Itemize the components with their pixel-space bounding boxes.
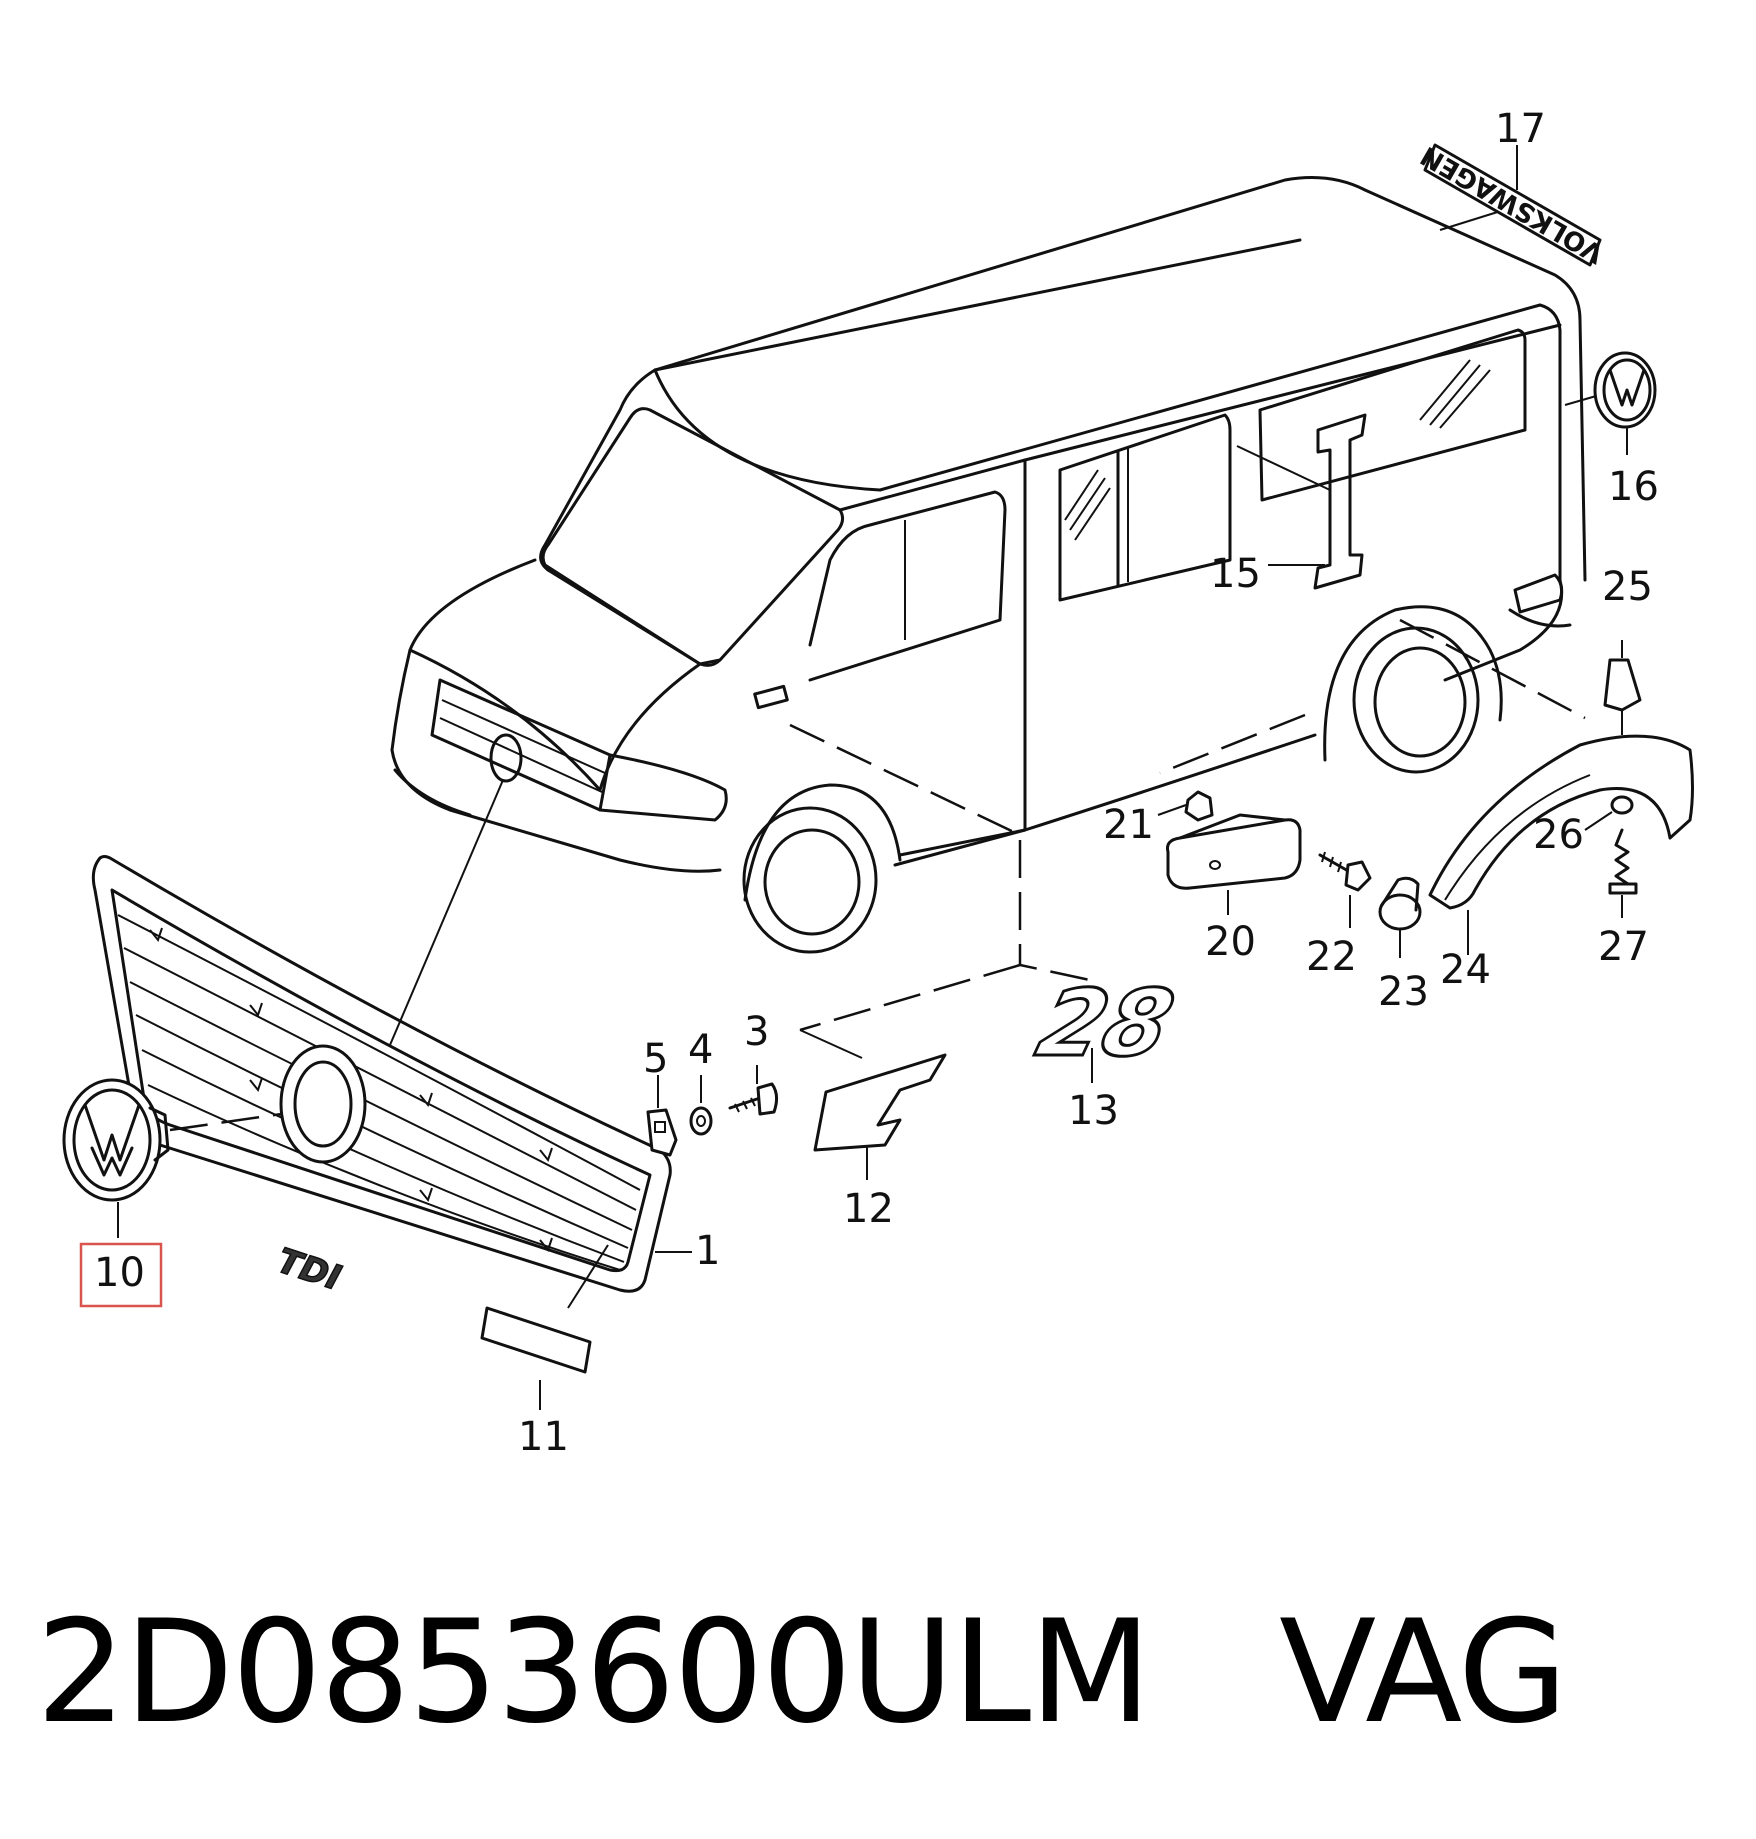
- part-label-1: 1: [695, 1228, 720, 1274]
- parts-20-27-wheel-arch: [1157, 640, 1694, 958]
- caption-brand: VAG: [1279, 1590, 1568, 1755]
- part-label-17: 17: [1495, 106, 1546, 152]
- part-12-lt-badge: LT: [813, 1053, 947, 1180]
- leader-lines: [169, 204, 1611, 1132]
- part-13-model-badge: 28: [1026, 969, 1185, 1083]
- part-label-11: 11: [518, 1414, 569, 1460]
- model-badge-text: 28: [1027, 971, 1184, 1078]
- roof-lettering-text: VOLKSWAGEN: [1416, 140, 1609, 269]
- part-number-labels: 1 3 4 5 10 11 12 13 15 16 17 20 21 22 23…: [94, 106, 1659, 1460]
- part-10-vw-emblem: [62, 1078, 170, 1238]
- part-17-roof-lettering: VOLKSWAGEN: [1416, 140, 1609, 269]
- part-label-25: 25: [1602, 564, 1653, 610]
- part-label-24: 24: [1440, 947, 1491, 993]
- van-body: [390, 176, 1587, 954]
- caption-gap: [1150, 1590, 1279, 1755]
- caption-part-number: 2D0853600ULM: [36, 1590, 1152, 1755]
- part-11-tdi-badge: TDI: [268, 1241, 609, 1410]
- part-label-16: 16: [1608, 464, 1659, 510]
- part-label-15: 15: [1210, 551, 1261, 597]
- part-16-rear-emblem: [1593, 351, 1657, 455]
- part-label-21: 21: [1103, 802, 1154, 848]
- part-number-caption: 2D0853600ULM VAG: [36, 1590, 1568, 1755]
- part-label-26: 26: [1533, 812, 1584, 858]
- part-label-20: 20: [1205, 919, 1256, 965]
- part-label-12: 12: [843, 1186, 894, 1232]
- part-label-22: 22: [1306, 934, 1357, 980]
- part-label-5: 5: [643, 1036, 668, 1082]
- part-10-highlight-box: [79, 1242, 163, 1308]
- parts-3-4-5-fasteners: [646, 1065, 779, 1157]
- part-1-grille: [91, 855, 692, 1293]
- part-label-4: 4: [688, 1027, 713, 1073]
- part-label-13: 13: [1068, 1088, 1119, 1134]
- part-label-3: 3: [744, 1009, 769, 1055]
- part-label-27: 27: [1598, 924, 1649, 970]
- tdi-badge-text: TDI: [269, 1242, 349, 1297]
- part-label-23: 23: [1378, 969, 1429, 1015]
- part-label-10: 10: [94, 1250, 145, 1296]
